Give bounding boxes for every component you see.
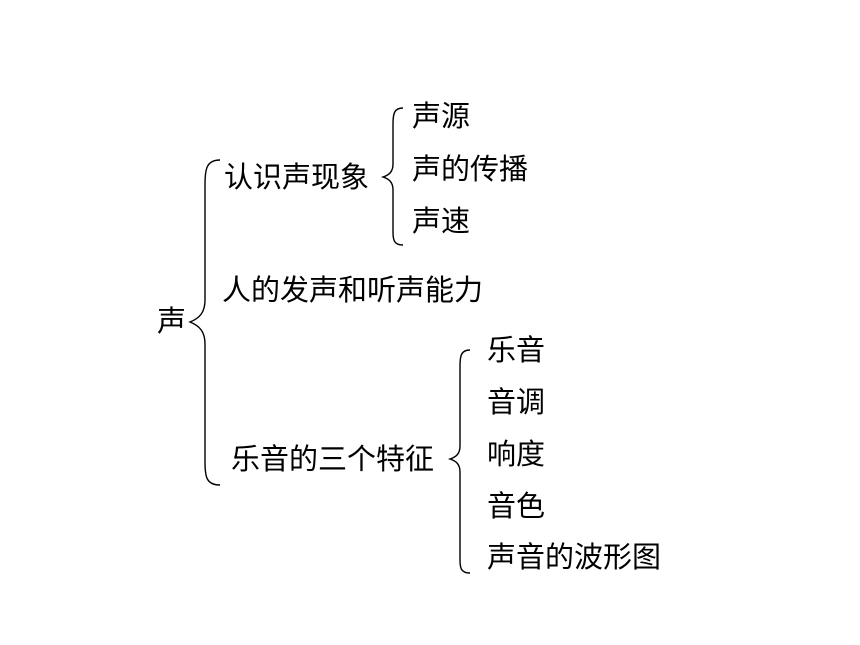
branch-1-label: 认识声现象: [224, 160, 370, 194]
branch-3-child-5: 声音的波形图: [487, 540, 662, 574]
branch-1-brace: [380, 107, 404, 246]
branch-1-child-2: 声的传播: [412, 152, 529, 186]
root-label: 声: [157, 304, 187, 338]
branch-3-child-4: 音色: [487, 489, 546, 523]
branch-3-child-1: 乐音: [487, 333, 546, 367]
branch-3-child-3: 响度: [487, 437, 546, 471]
branch-3-child-2: 音调: [487, 385, 546, 419]
branch-1-child-1: 声源: [412, 99, 471, 133]
branch-1-child-3: 声速: [412, 204, 471, 238]
branch-3-brace: [447, 349, 471, 574]
branch-3-label: 乐音的三个特征: [231, 442, 435, 476]
branch-2-label: 人的发声和听声能力: [222, 273, 484, 307]
root-brace: [188, 159, 221, 486]
